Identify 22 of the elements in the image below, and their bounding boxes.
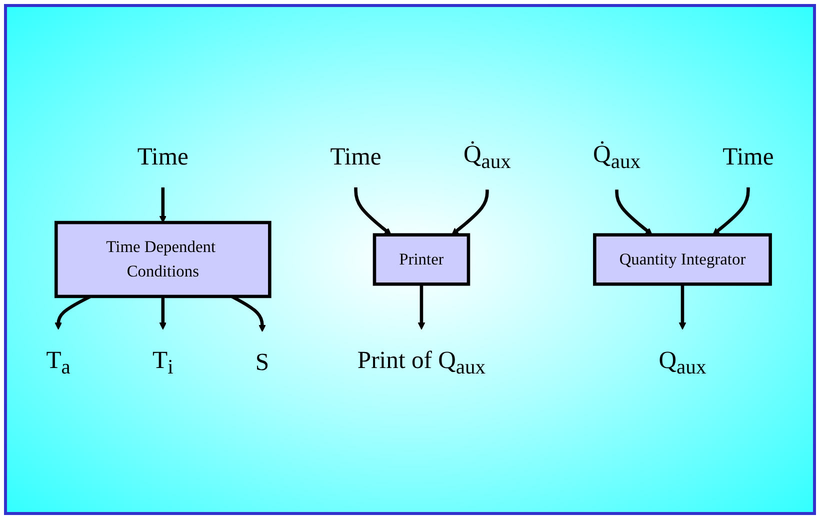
node-text: T$_{i}$: [152, 346, 174, 379]
arrow: [615, 190, 652, 236]
node-text: Q̇$_{aux}$: [463, 140, 511, 173]
node-text: Print of Q$_{aux}$: [357, 346, 486, 379]
node-box: [372, 233, 470, 286]
node-text: Time: [722, 143, 774, 170]
arrow: [451, 190, 489, 236]
node-text: T$_{a}$: [46, 346, 70, 379]
node-text: Time: [137, 143, 188, 170]
arrow: [678, 284, 686, 330]
arrow: [354, 187, 392, 236]
diagram-background: Time Time Dependent Conditions T$_{a}$ T$_{i}$ S Time Q̇$_{aux}$ Printer Print of Q$_{aux}$ Q̇$_{aux}$ Time Quantity Integrator Q$_{aux}$: [4, 4, 816, 515]
node-box: [593, 233, 772, 286]
arrow: [159, 296, 167, 330]
node-text: Q$_{aux}$: [658, 346, 706, 379]
node-text: S: [255, 348, 270, 376]
arrow: [418, 284, 426, 330]
node-text: Q̇$_{aux}$: [593, 140, 641, 173]
node-box: [54, 220, 272, 298]
arrow: [712, 187, 750, 236]
arrow: [159, 187, 167, 223]
node-text: Time: [330, 143, 382, 170]
